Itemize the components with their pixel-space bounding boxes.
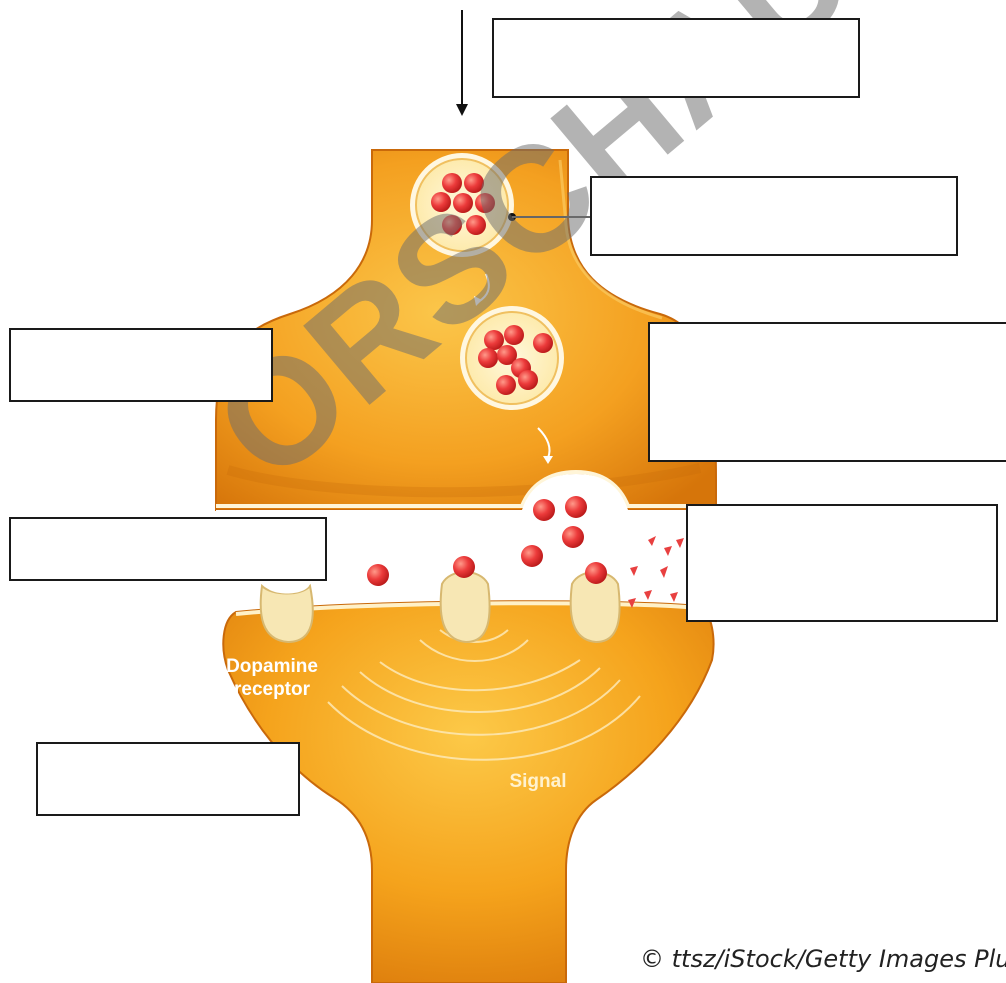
label-box-6[interactable]: [686, 504, 998, 622]
label-box-3[interactable]: [9, 328, 273, 402]
image-credit: © ttsz/iStock/Getty Images Plu: [640, 945, 1006, 973]
dopamine-receptor-label: Dopamine: [226, 656, 318, 677]
dopamine-receptor-label-2: receptor: [234, 679, 311, 700]
label-box-2[interactable]: [590, 176, 958, 256]
signal-label: Signal: [509, 771, 566, 792]
vesicle-middle: [460, 306, 564, 410]
label-box-4[interactable]: [648, 322, 1006, 462]
label-box-7[interactable]: [36, 742, 300, 816]
input-arrow: [456, 10, 468, 116]
label-box-5[interactable]: [9, 517, 327, 581]
label-box-1[interactable]: [492, 18, 860, 98]
